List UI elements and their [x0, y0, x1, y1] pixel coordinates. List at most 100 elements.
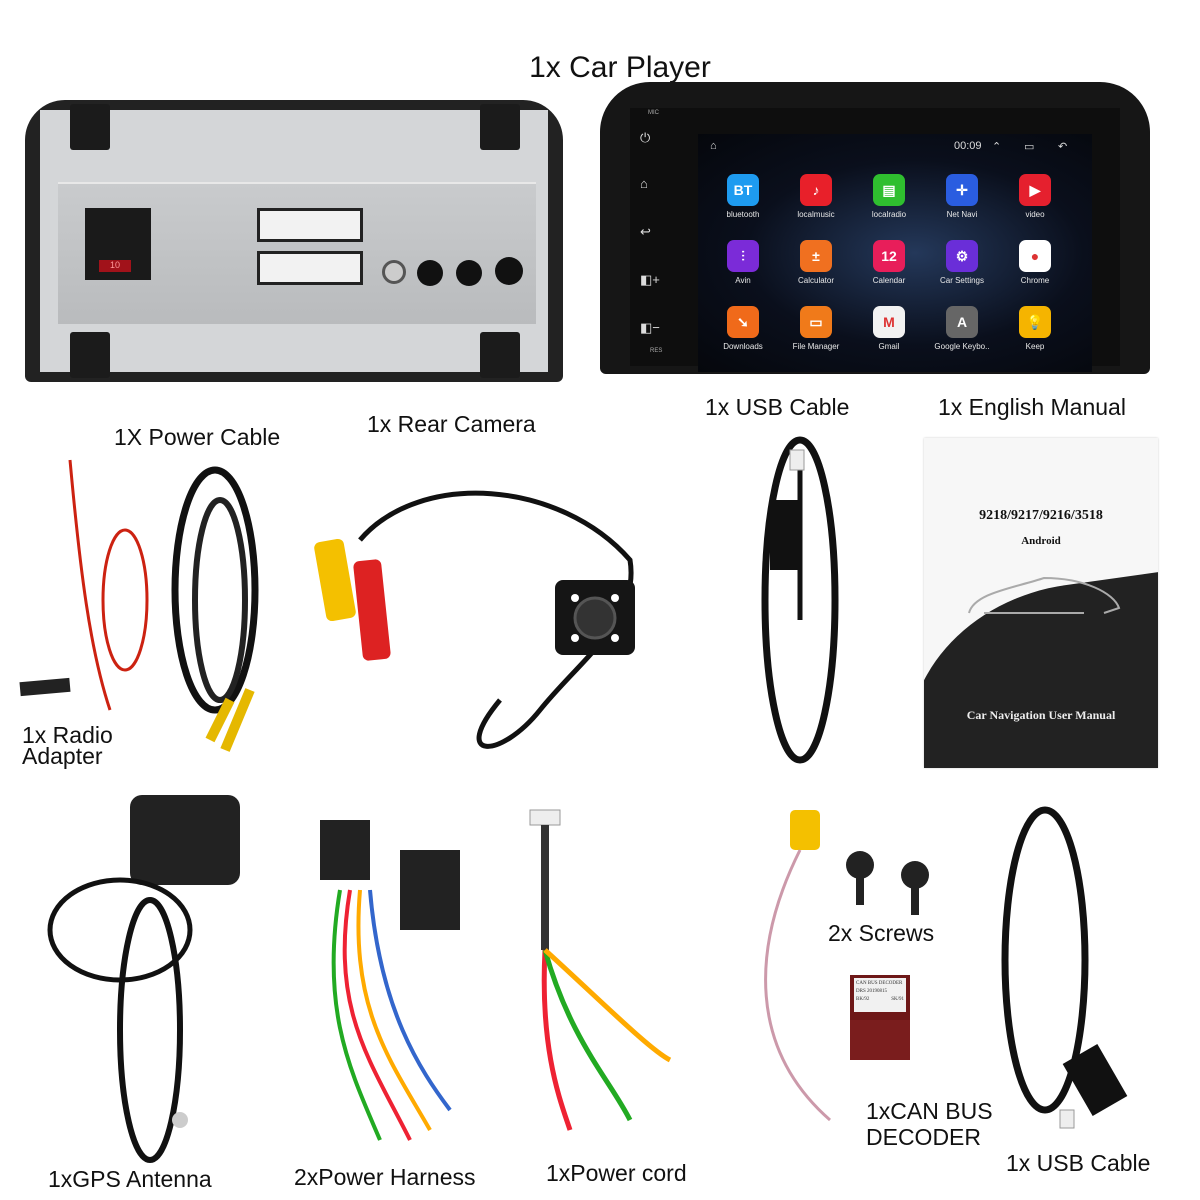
app-label: localmusic — [797, 210, 835, 219]
camera-extension-cable-photo — [764, 810, 831, 1122]
decoder-body — [850, 1020, 910, 1060]
power-cord-photo — [529, 809, 672, 1131]
app-label: bluetooth — [726, 210, 760, 219]
status-time: 00:09 — [954, 140, 982, 152]
app-net-navi[interactable]: ✛ Net Navi — [927, 174, 997, 219]
app-label: Downloads — [723, 342, 763, 351]
usb-cable-top-photo — [761, 436, 839, 764]
res-label: RES — [650, 348, 663, 354]
app-localmusic[interactable]: ♪ localmusic — [781, 174, 851, 219]
expand-icon[interactable]: ⌃ — [992, 141, 1002, 153]
app-label: Google Keybo.. — [934, 342, 990, 351]
calendar-icon: 12 — [873, 240, 905, 272]
wiring-connector — [257, 208, 363, 242]
volume-up-icon[interactable]: ◧+ — [640, 272, 660, 287]
recents-icon[interactable]: ▭ — [1024, 141, 1035, 153]
video-icon: ▶ — [1019, 174, 1051, 206]
localradio-icon: ▤ — [873, 174, 905, 206]
label-gps-antenna: 1xGPS Antenna — [48, 1166, 212, 1192]
app-file-manager[interactable]: ▭ File Manager — [781, 306, 851, 351]
app-keep[interactable]: 💡 Keep — [1000, 306, 1070, 351]
app-localradio[interactable]: ▤ localradio — [854, 174, 924, 219]
label-usb-cable-top: 1x USB Cable — [705, 394, 850, 420]
mic-label: MIC — [648, 110, 659, 116]
canbus-decoder-photo: CAN BUS DECODER DRS 20190815 BK/92 SK/91 — [850, 975, 910, 1020]
audio-port — [456, 260, 482, 286]
label-screws: 2x Screws — [828, 920, 935, 946]
keep-icon: 💡 — [1019, 306, 1051, 338]
mounting-bracket — [480, 104, 520, 150]
downloads-icon: ➘ — [727, 306, 759, 338]
app-google-keybo-[interactable]: A Google Keybo.. — [927, 306, 997, 351]
app-chrome[interactable]: ● Chrome — [1000, 240, 1070, 285]
net-navi-icon: ✛ — [946, 174, 978, 206]
app-label: Calendar — [872, 276, 906, 285]
label-canbus-1: 1xCAN BUS — [866, 1098, 993, 1124]
app-calculator[interactable]: ±Calculator — [781, 240, 851, 285]
google-keybo--icon: A — [946, 306, 978, 338]
label-power-cord: 1xPower cord — [546, 1160, 687, 1186]
status-bar: ⌂ 00:09 ⌃ ▭ ↶ — [698, 140, 1092, 160]
power-cable-photo — [19, 459, 259, 752]
file-manager-icon: ▭ — [800, 306, 832, 338]
iso-connector: 10 — [85, 208, 151, 280]
home-nav-icon[interactable]: ⌂ — [710, 140, 717, 152]
head-unit-back-photo: 10 — [25, 100, 563, 382]
connector-panel: 10 — [58, 182, 536, 324]
manual-models: 9218/9217/9216/3518 — [979, 508, 1103, 523]
decoder-code: DRS 20190815 — [856, 989, 887, 994]
car-player-title: 1x Car Player — [529, 51, 711, 84]
app-label: Chrome — [1020, 276, 1050, 285]
decoder-title: CAN BUS DECODER — [856, 981, 903, 986]
manual-title: Car Navigation User Manual — [966, 708, 1116, 722]
decoder-left-code: BK/92 — [856, 997, 870, 1002]
app-label: localradio — [871, 210, 907, 219]
app-label: Gmail — [878, 342, 900, 351]
localmusic-icon: ♪ — [800, 174, 832, 206]
chrome-icon: ● — [1019, 240, 1051, 272]
label-radio-adapter-1: 1x Radio — [22, 722, 113, 748]
label-power-cable: 1X Power Cable — [114, 424, 281, 450]
app-label: Avin — [735, 276, 751, 285]
manual-os: Android — [1021, 535, 1061, 547]
app-avin[interactable]: ⫶ Avin — [708, 240, 778, 285]
screws-photo — [846, 851, 929, 915]
antenna-jack — [382, 260, 406, 284]
app-video[interactable]: ▶ video — [1000, 174, 1070, 219]
audio-port — [495, 257, 523, 285]
mounting-bracket — [480, 332, 520, 378]
app-label: Net Navi — [946, 210, 978, 219]
label-english-manual: 1x English Manual — [938, 394, 1126, 420]
usb-cable-bottom-photo — [1001, 806, 1128, 1129]
app-downloads[interactable]: ➘ Downloads — [708, 306, 778, 351]
car-outline-icon — [968, 576, 1121, 614]
home-icon[interactable]: ⌂ — [640, 176, 648, 191]
avin-icon: ⫶ — [727, 240, 759, 272]
volume-down-icon[interactable]: ◧− — [640, 320, 660, 335]
app-car-settings[interactable]: ⚙Car Settings — [927, 240, 997, 285]
fuse: 10 — [99, 260, 131, 272]
label-rear-camera: 1x Rear Camera — [367, 411, 536, 437]
gps-antenna-photo — [47, 795, 240, 1163]
rear-camera-photo — [314, 490, 635, 749]
mounting-bracket — [70, 104, 110, 150]
wiring-connector — [257, 251, 363, 285]
fuse-label: 10 — [109, 260, 120, 270]
back-icon[interactable]: ↩ — [640, 224, 651, 239]
app-label: Keep — [1025, 342, 1045, 351]
decoder-sticker: CAN BUS DECODER DRS 20190815 BK/92 SK/91 — [854, 978, 906, 1012]
app-label: File Manager — [792, 342, 840, 351]
power-icon[interactable]: ⏻ — [640, 130, 651, 145]
return-icon[interactable]: ↶ — [1058, 141, 1068, 153]
label-canbus-2: DECODER — [866, 1124, 982, 1150]
app-label: Calculator — [797, 276, 834, 285]
decoder-pins: BK/92 SK/91 — [856, 996, 904, 1004]
app-label: video — [1025, 210, 1045, 219]
label-power-harness: 2xPower Harness — [294, 1164, 476, 1190]
